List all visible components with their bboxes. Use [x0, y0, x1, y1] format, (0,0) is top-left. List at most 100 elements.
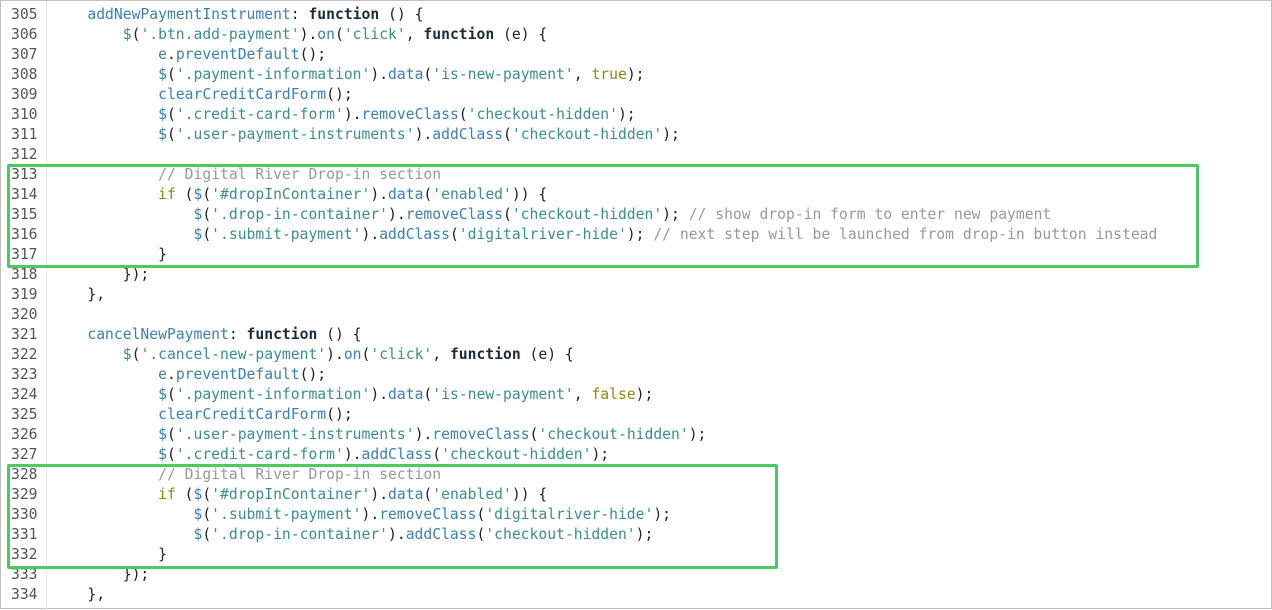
line-number: 321 — [11, 326, 38, 343]
punctuation: ( — [202, 506, 212, 523]
line-number: 318 — [11, 266, 38, 283]
string-literal: 'is-new-payment' — [432, 66, 574, 83]
identifier: data — [388, 386, 424, 403]
string-literal: 'checkout-hidden' — [467, 106, 618, 123]
boolean-literal: false — [591, 386, 636, 403]
punctuation: ). — [414, 426, 433, 443]
string-literal: '.payment-information' — [175, 386, 371, 403]
highlight-box-add-payment — [7, 164, 1199, 268]
string-literal: 'digitalriver-hide' — [485, 506, 654, 523]
line-number: 312 — [11, 146, 38, 163]
punctuation: . — [166, 46, 176, 63]
punctuation: ). — [361, 506, 380, 523]
punctuation: )) { — [511, 486, 548, 503]
punctuation: ). — [361, 226, 380, 243]
line-number: 330 — [11, 506, 38, 523]
keyword: function — [423, 26, 495, 43]
identifier: addClass — [361, 446, 433, 463]
punctuation: ( — [202, 226, 212, 243]
keyword: function — [308, 6, 380, 23]
identifier: clearCreditCardForm — [158, 86, 327, 103]
line-number: 329 — [11, 486, 38, 503]
gutter-divider — [46, 1, 47, 610]
line-number: 322 — [11, 346, 38, 363]
punctuation: }); — [122, 266, 150, 283]
punctuation: ( — [202, 486, 212, 503]
punctuation: } — [158, 246, 167, 263]
punctuation: }, — [87, 286, 106, 303]
identifier: removeClass — [379, 506, 477, 523]
string-literal: '.cancel-new-payment' — [140, 346, 327, 363]
punctuation: }); — [122, 566, 150, 583]
line-number: 307 — [11, 46, 38, 63]
line-number: 306 — [11, 26, 38, 43]
punctuation: (e) { — [494, 26, 548, 43]
string-literal: 'is-new-payment' — [432, 386, 574, 403]
punctuation: () { — [379, 6, 424, 23]
punctuation: ); — [617, 106, 636, 123]
punctuation: ( — [334, 26, 344, 43]
punctuation: ); — [688, 426, 707, 443]
punctuation: , — [573, 66, 592, 83]
punctuation: () { — [317, 326, 362, 343]
identifier: $ — [193, 206, 203, 223]
punctuation: (); — [299, 46, 327, 63]
line-number: 316 — [11, 226, 38, 243]
identifier: on — [317, 26, 335, 43]
punctuation: ( — [175, 486, 194, 503]
identifier: preventDefault — [175, 46, 300, 63]
line-source: }, — [52, 285, 105, 305]
punctuation: : — [228, 326, 247, 343]
punctuation: ); — [626, 226, 654, 243]
punctuation: ( — [166, 386, 176, 403]
highlight-box-cancel-payment — [7, 464, 778, 569]
identifier: addClass — [432, 126, 504, 143]
string-literal: '.drop-in-container' — [211, 526, 389, 543]
string-literal: 'checkout-hidden' — [538, 426, 689, 443]
identifier: data — [388, 186, 424, 203]
punctuation: )) { — [511, 186, 548, 203]
line-source: $('.btn.add-payment').on('click', functi… — [52, 25, 547, 45]
punctuation: ). — [414, 126, 433, 143]
line-source: $('.cancel-new-payment').on('click', fun… — [52, 345, 574, 365]
line-source: // Digital River Drop-in section — [52, 165, 441, 185]
punctuation: (e) { — [520, 346, 574, 363]
string-literal: '#dropInContainer' — [211, 486, 371, 503]
line-source: e.preventDefault(); — [52, 45, 326, 65]
line-number: 323 — [11, 366, 38, 383]
identifier: on — [343, 346, 362, 363]
identifier: $ — [158, 446, 167, 463]
punctuation: (); — [326, 406, 353, 423]
identifier: cancelNewPayment — [87, 326, 229, 343]
line-source: e.preventDefault(); — [52, 365, 326, 385]
identifier: addClass — [405, 526, 477, 543]
string-literal: '.submit-payment' — [211, 226, 362, 243]
punctuation: ); — [653, 506, 672, 523]
comment: // Digital River Drop-in section — [158, 466, 442, 483]
string-literal: 'click' — [343, 26, 406, 43]
line-number: 305 — [11, 6, 38, 23]
line-number: 331 — [11, 526, 38, 543]
punctuation: ( — [503, 126, 512, 143]
string-literal: '.credit-card-form' — [175, 446, 344, 463]
line-source: $('.drop-in-container').addClass('checko… — [52, 525, 653, 545]
string-literal: '#dropInContainer' — [211, 186, 371, 203]
punctuation: ). — [343, 446, 362, 463]
punctuation: , — [573, 386, 592, 403]
string-literal: 'click' — [370, 346, 433, 363]
line-source: cancelNewPayment: function () { — [52, 325, 362, 345]
punctuation: ( — [131, 346, 141, 363]
string-literal: 'digitalriver-hide' — [458, 226, 627, 243]
punctuation: ); — [635, 386, 654, 403]
identifier: $ — [158, 126, 167, 143]
string-literal: 'checkout-hidden' — [441, 446, 592, 463]
line-number: 311 — [11, 126, 38, 143]
string-literal: 'enabled' — [432, 486, 512, 503]
punctuation: : — [290, 6, 309, 23]
string-literal: '.payment-information' — [175, 66, 371, 83]
punctuation: ( — [166, 426, 176, 443]
identifier: addNewPaymentInstrument — [87, 6, 291, 23]
comment: // Digital River Drop-in section — [158, 166, 442, 183]
punctuation: ). — [326, 346, 344, 363]
